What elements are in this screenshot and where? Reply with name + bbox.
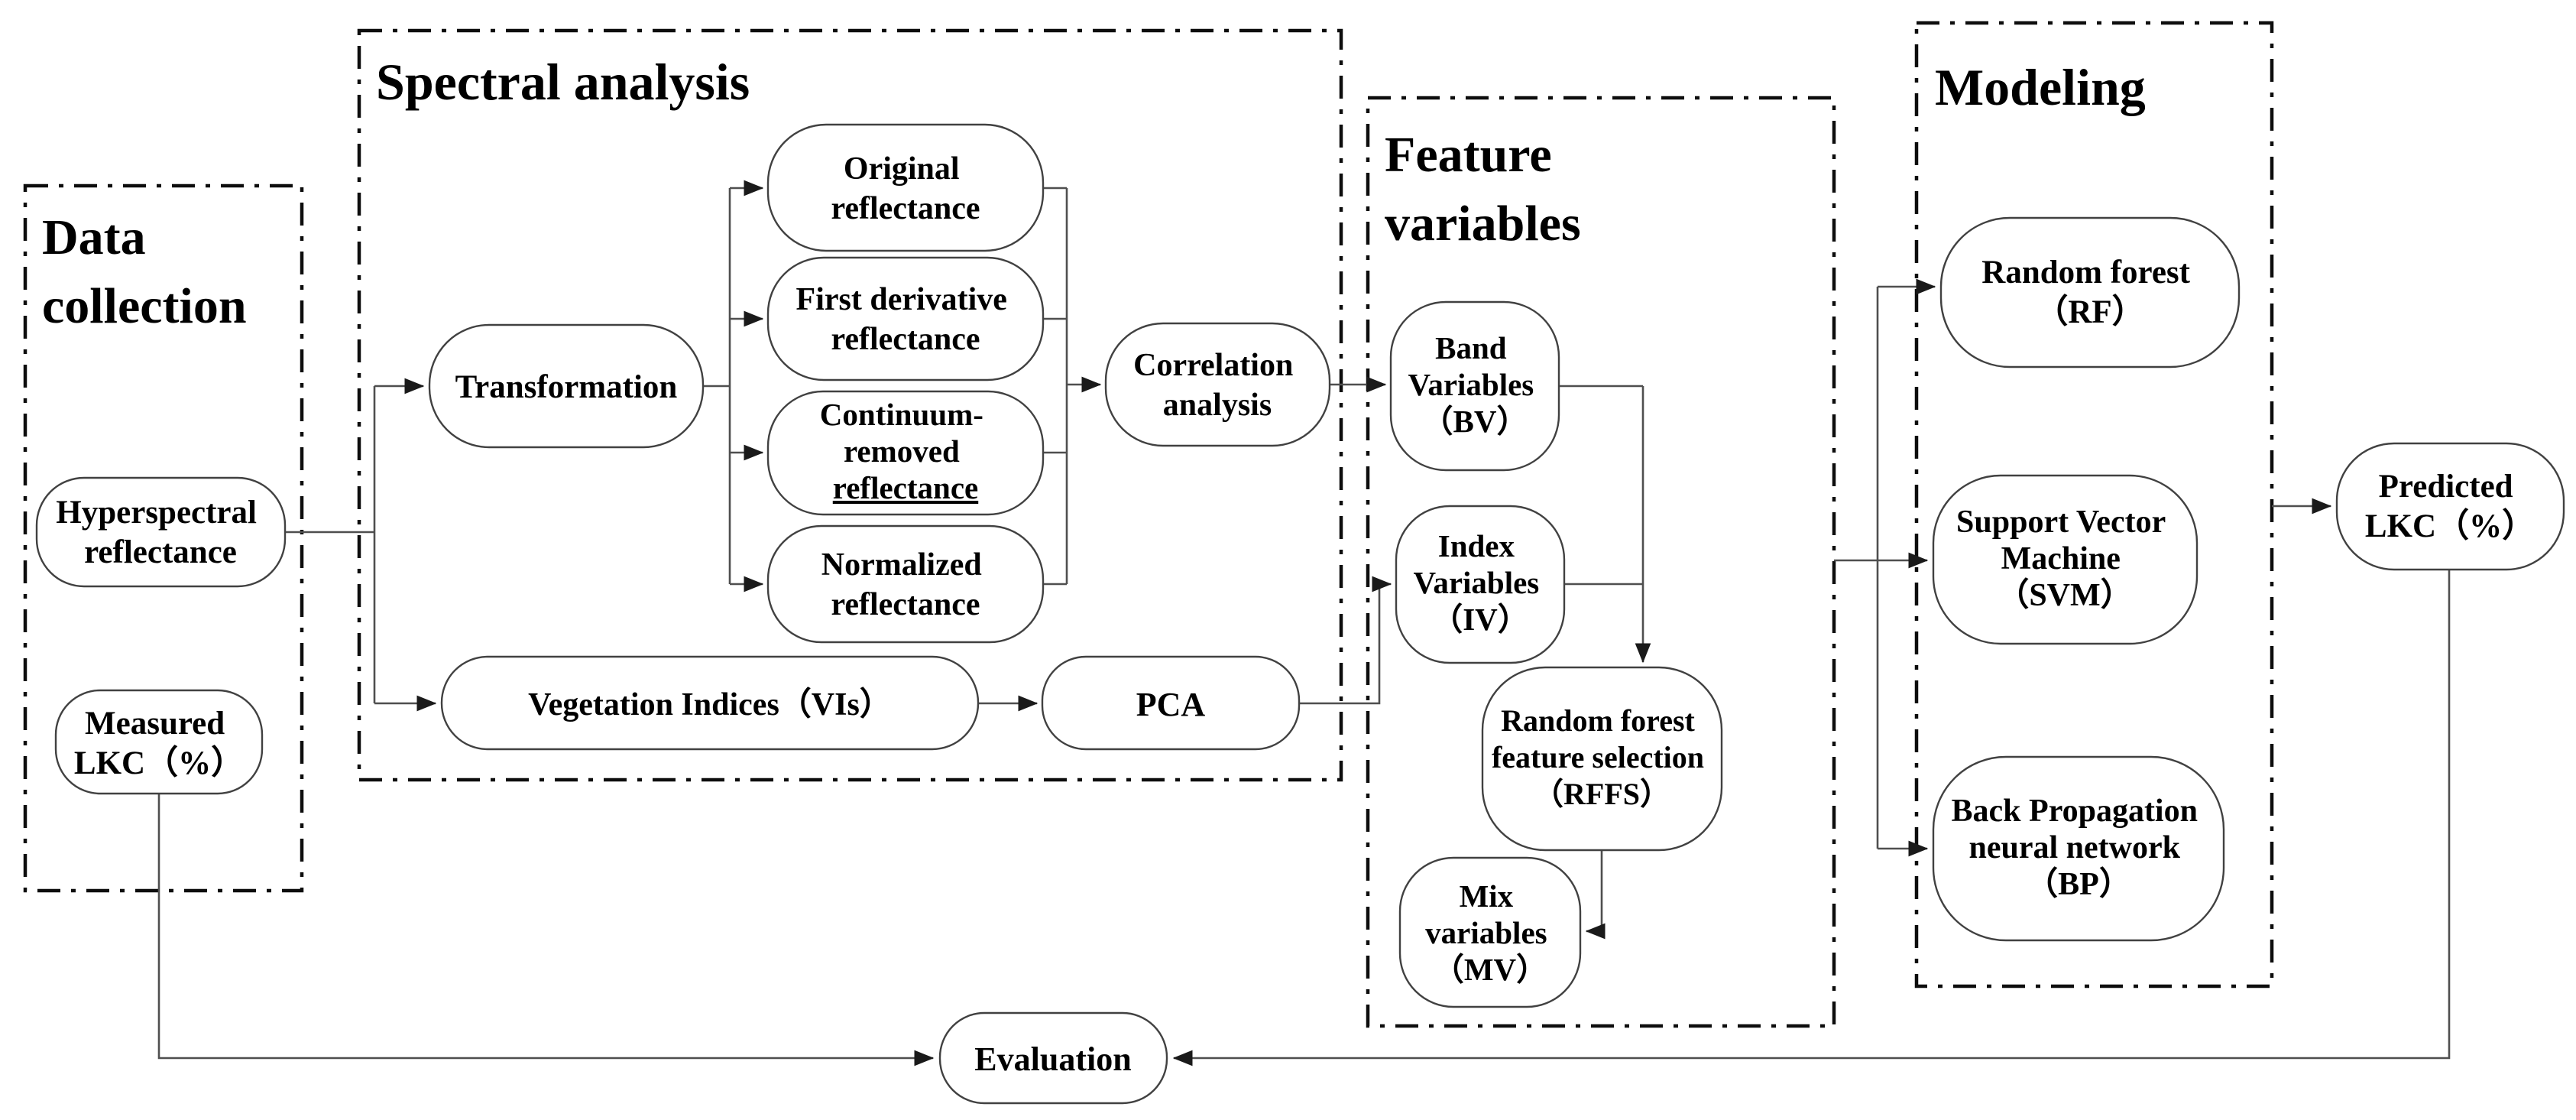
modeling-title: Modeling (1935, 58, 2146, 116)
node-band-variables-shape (1389, 300, 1560, 472)
connector-predicted-to-evaluation (1172, 570, 2451, 1066)
node-normalized-shape (766, 524, 1045, 644)
data-collection-title-line2: collection (42, 278, 247, 334)
connector-pca-to-iv (1299, 576, 1392, 705)
node-vegetation-indices-label: Vegetation Indices（VIs） (528, 687, 892, 722)
node-pca-label: PCA (1136, 686, 1206, 723)
node-first-derivative-shape (766, 256, 1045, 381)
node-svm-label: Support Vector Machine （SVM） (1956, 505, 2173, 613)
node-vegetation-indices: Vegetation Indices（VIs） (440, 655, 980, 751)
node-hyperspectral-label: Hyperspectral reflectance (56, 495, 264, 570)
node-first-derivative-label: First derivative reflectance (796, 282, 1016, 357)
node-index-variables-shape (1395, 505, 1566, 664)
node-first-derivative-reflectance: First derivative reflectance (766, 256, 1045, 381)
feature-variables-title: Feature variables (1385, 127, 1581, 252)
node-band-variables-label: Band Variables （BV） (1408, 330, 1541, 439)
node-bp-shape (1932, 755, 2225, 942)
node-rffs: Random forest feature selection （RFFS） (1481, 666, 1723, 852)
node-measured-lkc: Measured LKC（%） (54, 689, 264, 795)
feature-variables-box (1366, 96, 1836, 1028)
node-measured-lkc-shape (54, 689, 264, 795)
node-index-variables-label: Index Variables （IV） (1413, 528, 1547, 637)
node-pca: PCA (1041, 655, 1301, 751)
data-collection-title-line1: Data (42, 209, 146, 265)
node-mix-variables: Mix variables （MV） (1398, 856, 1582, 1008)
node-original-label: Original reflectance (831, 151, 980, 226)
node-predicted-lkc-label: Predicted LKC（%） (2365, 469, 2535, 544)
node-bp: Back Propagation neural network （BP） (1932, 755, 2225, 942)
node-correlation-label: Correlation analysis (1133, 348, 1301, 423)
node-rffs-shape (1481, 666, 1723, 852)
feature-variables-title-line1: Feature (1385, 127, 1552, 183)
node-transformation-shape (428, 323, 705, 449)
node-evaluation: Evaluation (938, 1011, 1168, 1105)
node-transformation: Transformation (428, 323, 705, 449)
connector-rffs-to-mv (1585, 850, 1606, 940)
node-correlation-shape (1104, 322, 1331, 447)
node-continuum-removed-reflectance: Continuum- removed reflectance (766, 390, 1045, 516)
node-mix-variables-label: Mix variables （MV） (1425, 878, 1555, 987)
modeling-box (1914, 21, 2274, 989)
node-random-forest-label: Random forest （RF） (1981, 255, 2198, 330)
node-index-variables: Index Variables （IV） (1395, 505, 1566, 664)
node-normalized-label: Normalized reflectance (821, 547, 990, 622)
spectral-analysis-title: Spectral analysis (376, 53, 750, 111)
node-random-forest: Random forest （RF） (1939, 216, 2241, 368)
node-continuum-label: Continuum- removed reflectance (820, 397, 991, 505)
node-hyperspectral-shape (35, 476, 287, 588)
node-evaluation-shape (938, 1011, 1168, 1105)
node-measured-lkc-label: Measured LKC（%） (74, 706, 244, 781)
node-pca-shape (1041, 655, 1301, 751)
node-original-reflectance: Original reflectance (766, 123, 1045, 252)
node-correlation-analysis: Correlation analysis (1104, 322, 1331, 447)
node-predicted-lkc: Predicted LKC（%） (2335, 442, 2565, 571)
node-svm: Support Vector Machine （SVM） (1932, 474, 2199, 645)
node-random-forest-shape (1939, 216, 2241, 368)
node-original-shape (766, 123, 1045, 252)
spectral-analysis-box (357, 28, 1343, 782)
connector-measured-to-evaluation (157, 794, 935, 1066)
node-transformation-label: Transformation (455, 369, 678, 405)
node-mix-variables-shape (1398, 856, 1582, 1008)
feature-variables-title-line2: variables (1385, 196, 1581, 252)
node-hyperspectral-reflectance: Hyperspectral reflectance (35, 476, 287, 588)
node-predicted-lkc-shape (2335, 442, 2565, 571)
node-vegetation-indices-shape (440, 655, 980, 751)
node-normalized-reflectance: Normalized reflectance (766, 524, 1045, 644)
data-collection-title: Data collection (42, 209, 247, 334)
node-bp-label: Back Propagation neural network （BP） (1952, 794, 2206, 902)
node-continuum-shape (766, 390, 1045, 516)
node-rffs-label: Random forest feature selection （RFFS） (1492, 703, 1712, 811)
node-svm-shape (1932, 474, 2199, 645)
node-evaluation-label: Evaluation (974, 1040, 1131, 1078)
node-band-variables: Band Variables （BV） (1389, 300, 1560, 472)
